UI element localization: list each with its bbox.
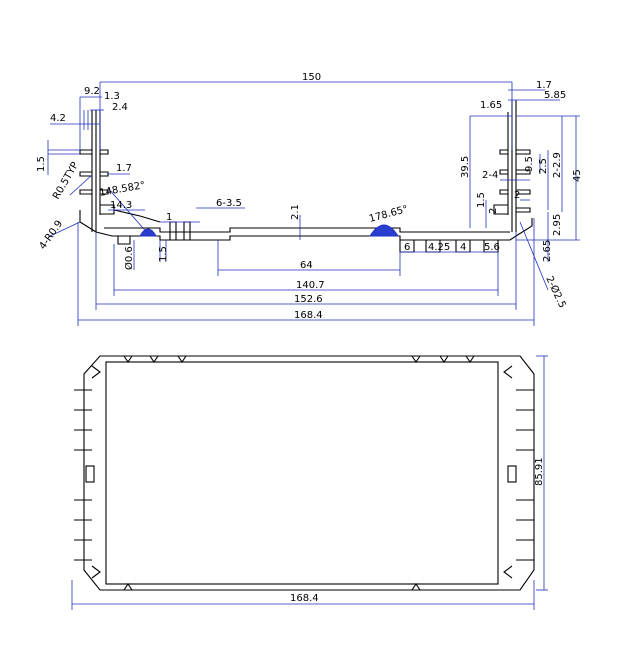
dim-2-0-5: 2-Ø2.5 <box>543 274 568 310</box>
dim-6: 6 <box>404 242 410 253</box>
dim-2-5: 2.5 <box>538 158 549 174</box>
dim-1-5-mid: 1.5 <box>158 246 169 262</box>
dim-9-5: 9.5 <box>524 156 535 172</box>
dim-45: 45 <box>572 169 583 182</box>
dim-1-5-left: 1.5 <box>36 156 47 172</box>
dim-2-1: 2.1 <box>290 204 301 220</box>
dim-152-6: 152.6 <box>294 294 323 305</box>
dim-168-4-bottom: 168.4 <box>290 593 319 604</box>
dimension-lines-top <box>47 81 580 326</box>
dimension-lines-bottom <box>71 355 548 610</box>
top-view: 150 9.2 1.3 2.4 4.2 1.5 R0.5TYP 1.7 148.… <box>36 72 583 326</box>
dim-2b: 2 <box>488 208 499 214</box>
dim-2-4-right: 2-4 <box>482 170 498 181</box>
dim-4-2: 4.2 <box>50 113 66 124</box>
dim-1: 1 <box>166 212 172 223</box>
dim-1-5-right: 1.5 <box>476 192 487 208</box>
dim-angle-178: 178.65° <box>368 204 409 225</box>
bottom-view: 85.91 168.4 <box>71 355 548 610</box>
dim-4-25: 4.25 <box>428 242 450 253</box>
dim-150: 150 <box>302 72 321 83</box>
dim-6-3-5: 6-3.5 <box>216 198 242 209</box>
profile-outline <box>79 100 533 253</box>
dim-1-3: 1.3 <box>104 91 120 102</box>
dim-168-4-top: 168.4 <box>294 310 323 321</box>
dim-4: 4 <box>460 242 466 253</box>
dim-0-6: Ø0.6 <box>123 246 135 270</box>
dim-r05-typ: R0.5TYP <box>51 160 81 201</box>
dim-85-91: 85.91 <box>534 457 545 486</box>
dim-140-7: 140.7 <box>296 280 325 291</box>
dim-angle-148: 148.582° <box>99 180 147 199</box>
dim-64: 64 <box>300 260 313 271</box>
dim-2-95: 2.95 <box>552 214 563 236</box>
dim-5-85: 5.85 <box>544 90 566 101</box>
dim-14-3: 14.3 <box>110 200 132 211</box>
dim-2-2-9: 2-2.9 <box>552 152 563 178</box>
dim-9-2: 9.2 <box>84 86 100 97</box>
dim-1-7-right: 1.7 <box>536 80 552 91</box>
dim-2a: 2 <box>514 190 520 201</box>
dim-4-r0-9: 4-R0.9 <box>37 219 65 252</box>
enclosure-outline <box>74 355 535 591</box>
dim-2-4-left: 2.4 <box>112 102 128 113</box>
dim-39-5: 39.5 <box>460 156 471 178</box>
dim-1-65: 1.65 <box>480 100 502 111</box>
angle-arc-148 <box>139 228 157 237</box>
dim-1-7-left: 1.7 <box>116 163 132 174</box>
angle-arc-178 <box>369 224 399 237</box>
dim-5-6: 5.6 <box>484 242 500 253</box>
dim-2-65: 2.65 <box>542 240 553 262</box>
